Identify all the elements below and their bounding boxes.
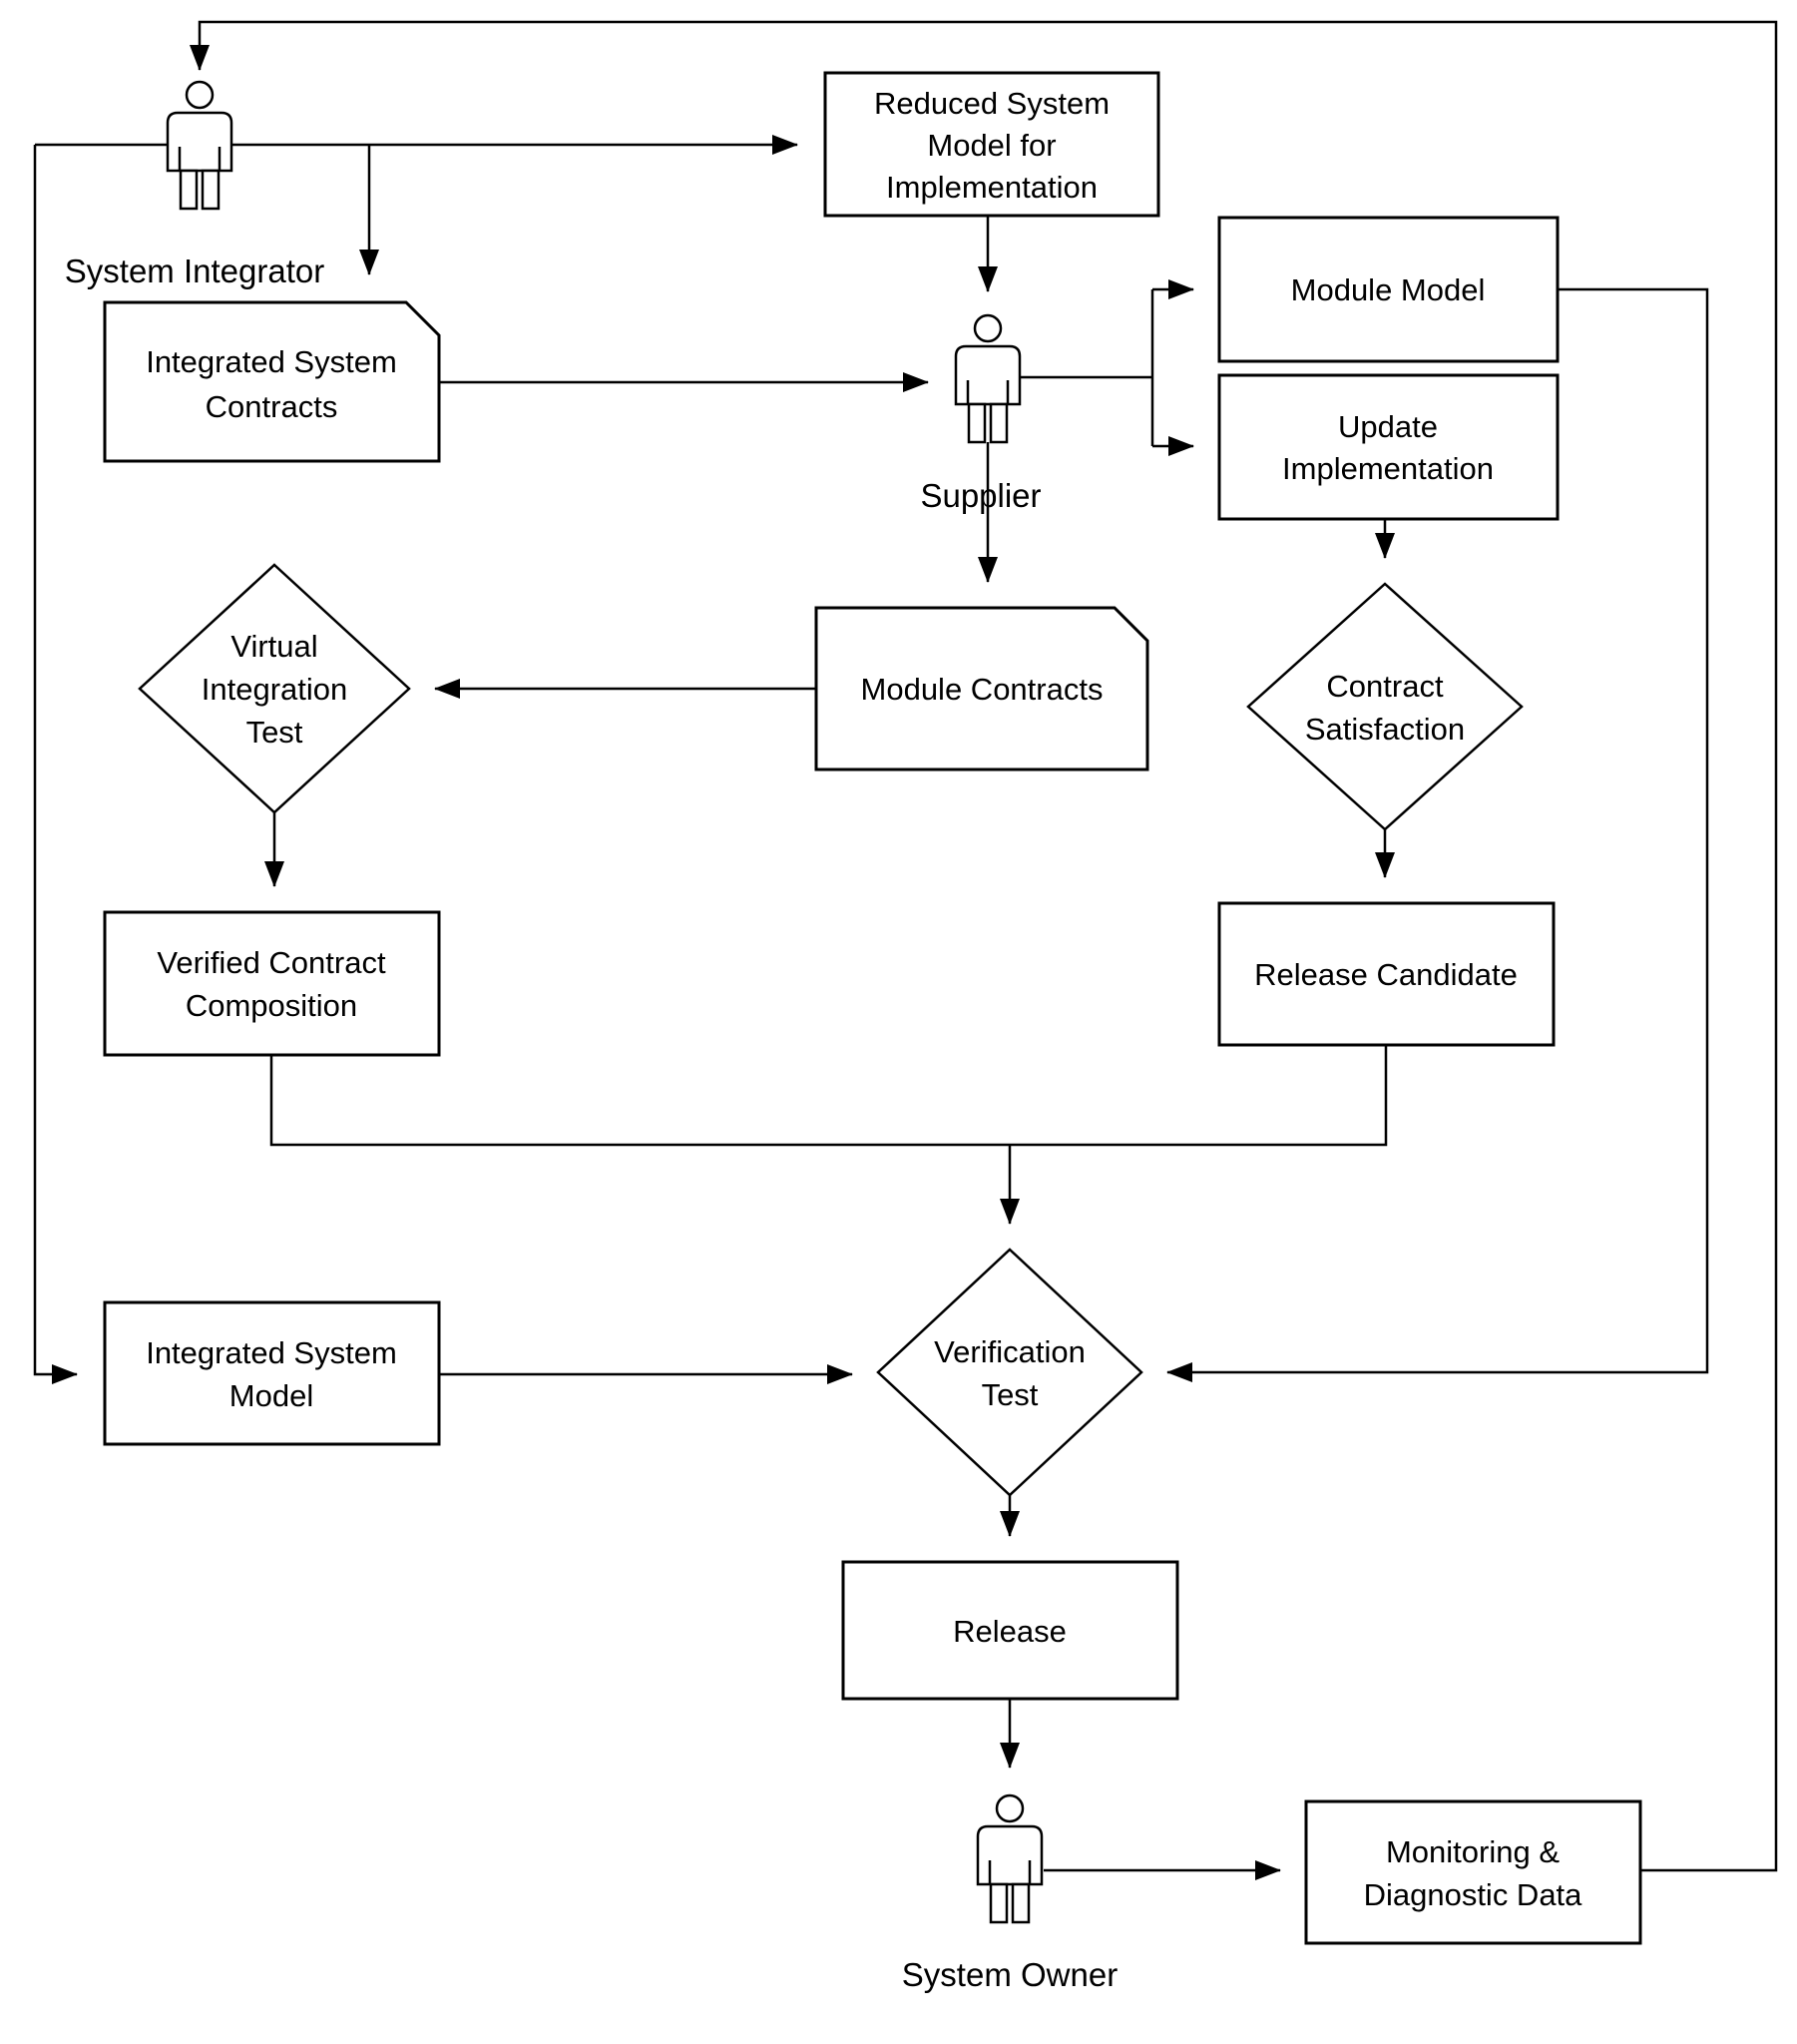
virtual-integration-test-diamond [138,563,411,814]
svg-text:Test: Test [982,1377,1039,1412]
module-model-box [1217,216,1560,363]
actor-system-integrator: System Integrator [65,80,324,289]
reduced-system-model-label: Reduced System [874,86,1110,121]
update-implementation-box [1217,373,1560,521]
svg-text:Model: Model [229,1378,313,1413]
node-verification-test: Verification Test [876,1248,1143,1497]
svg-text:Implementation: Implementation [886,170,1098,205]
node-update-implementation: Update Implementation [1217,373,1560,521]
node-verified-contract-composition: Verified Contract Composition [103,910,441,1057]
node-reduced-system-model: Reduced System Model for Implementation [823,71,1160,218]
supplier-label: Supplier [920,477,1041,514]
node-virtual-integration-test: Virtual Integration Test [138,563,411,814]
edge-monitoring-to-integrator [190,20,1778,1872]
module-contracts-doc [814,606,1149,771]
actor-supplier: Supplier [920,313,1042,514]
edge-supplier-branch [1020,289,1154,446]
edge-integrator-to-integrated-system-model [33,145,78,1384]
verification-test-diamond [876,1248,1143,1497]
node-release: Release [841,1560,1179,1701]
svg-text:Model for: Model for [927,128,1056,163]
release-label: Release [953,1614,1067,1649]
svg-text:Test: Test [246,715,303,750]
integrated-system-contracts-label: Integrated System [146,344,397,379]
person-icon [976,1793,1044,1924]
edge-merge-rail [269,1045,1388,1147]
node-module-model: Module Model [1217,216,1560,363]
release-box [841,1560,1179,1701]
integrated-system-model-box [103,1300,441,1446]
contract-satisfaction-label: Contract [1326,669,1444,704]
system-owner-label: System Owner [902,1956,1118,1993]
virtual-integration-test-label: Virtual [230,629,317,664]
module-model-label: Module Model [1291,272,1486,307]
verified-contract-composition-label: Verified Contract [157,945,386,980]
node-release-candidate: Release Candidate [1217,901,1556,1047]
node-monitoring-diagnostic-data: Monitoring & Diagnostic Data [1304,1799,1642,1945]
monitoring-diagnostic-data-label: Monitoring & [1386,1834,1560,1869]
svg-text:Satisfaction: Satisfaction [1305,712,1465,747]
svg-text:Integration: Integration [202,672,348,707]
update-implementation-label: Update [1338,409,1438,444]
person-icon [954,313,1022,444]
monitoring-diagnostic-data-box [1304,1799,1642,1945]
svg-text:Diagnostic Data: Diagnostic Data [1364,1877,1583,1912]
verified-contract-composition-box [103,910,441,1057]
svg-text:Implementation: Implementation [1282,451,1494,486]
integrated-system-model-label: Integrated System [146,1335,397,1370]
connectors [33,20,1778,1880]
integrated-system-contracts-doc [103,300,441,463]
module-contracts-label: Module Contracts [861,672,1104,707]
release-candidate-box [1217,901,1556,1047]
node-contract-satisfaction: Contract Satisfaction [1246,582,1524,831]
actor-system-owner: System Owner [902,1793,1118,1993]
node-integrated-system-model: Integrated System Model [103,1300,441,1446]
svg-text:Contracts: Contracts [206,389,338,424]
reduced-system-model-box [823,71,1160,218]
release-candidate-label: Release Candidate [1254,957,1518,992]
edge-module-model-to-verification-test [1166,287,1709,1382]
contract-satisfaction-diamond [1246,582,1524,831]
verification-test-label: Verification [934,1334,1086,1369]
svg-text:Composition: Composition [186,988,357,1023]
node-integrated-system-contracts: Integrated System Contracts [103,300,441,463]
node-module-contracts: Module Contracts [814,606,1149,771]
person-icon [166,80,233,211]
system-integrator-label: System Integrator [65,253,324,289]
